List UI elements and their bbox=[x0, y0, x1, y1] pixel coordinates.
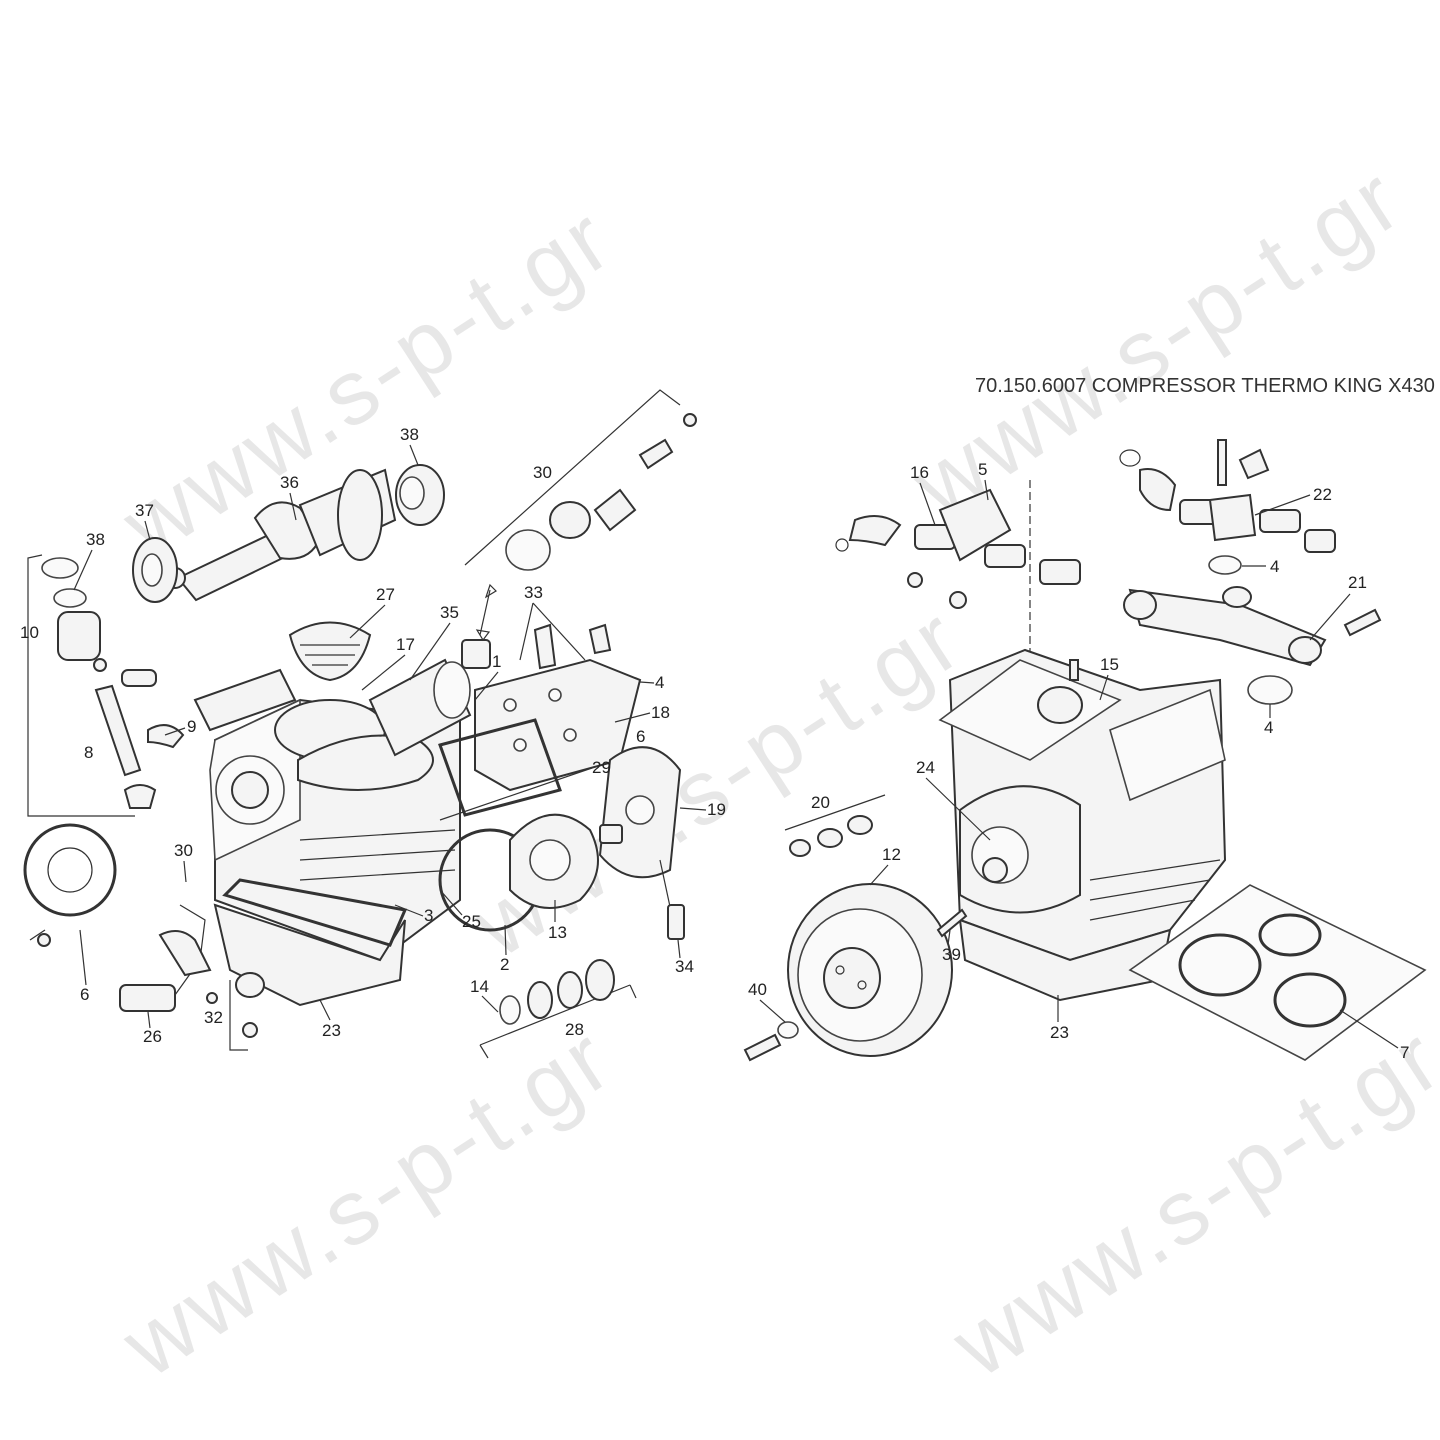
callout-label: 20 bbox=[811, 793, 830, 812]
sight-glass-group bbox=[206, 972, 265, 1051]
callout-label: 9 bbox=[187, 717, 196, 736]
flange-gasket bbox=[1208, 555, 1242, 575]
callout-label: 23 bbox=[322, 1021, 341, 1040]
callout-label: 13 bbox=[548, 923, 567, 942]
drain-plug-parts bbox=[599, 824, 685, 940]
crankcase-body bbox=[209, 698, 461, 962]
callout-label: 12 bbox=[882, 845, 901, 864]
diagram-title: 70.150.6007 COMPRESSOR THERMO KING X430 bbox=[975, 375, 1435, 397]
watermark: www.s-p-t.gr bbox=[935, 1007, 1440, 1398]
callout-label: 28 bbox=[565, 1020, 584, 1039]
callout-label: 17 bbox=[396, 635, 415, 654]
compressor-body bbox=[938, 648, 1227, 1002]
callout-label: 2 bbox=[500, 955, 509, 974]
shaft-key bbox=[936, 908, 968, 938]
shaft-seal-parts bbox=[784, 794, 886, 857]
callout-label: 40 bbox=[748, 980, 767, 999]
suction-fitting-assembly bbox=[835, 488, 1081, 609]
callout-label: 1 bbox=[492, 652, 501, 671]
flange-gasket bbox=[1247, 675, 1293, 705]
valve-group bbox=[464, 389, 697, 571]
cylinder-head bbox=[474, 623, 642, 792]
assembly-arrow bbox=[475, 583, 497, 642]
callout-label: 16 bbox=[910, 463, 929, 482]
right-exploded-view bbox=[743, 439, 1427, 1062]
callout-label: 39 bbox=[942, 945, 961, 964]
drive-pulley bbox=[787, 883, 953, 1057]
left-exploded-view bbox=[23, 389, 697, 1059]
callout-label: 38 bbox=[86, 530, 105, 549]
callout-label: 30 bbox=[533, 463, 552, 482]
callout-label: 4 bbox=[1270, 557, 1279, 576]
callout-label: 30 bbox=[174, 841, 193, 860]
callout-label: 23 bbox=[1050, 1023, 1069, 1042]
callout-label: 32 bbox=[204, 1008, 223, 1027]
discharge-fitting-assembly bbox=[1119, 439, 1336, 553]
callout-label: 38 bbox=[400, 425, 419, 444]
callout-label: 15 bbox=[1100, 655, 1119, 674]
callout-label: 18 bbox=[651, 703, 670, 722]
oil-pump-cover bbox=[193, 668, 297, 732]
bearing-plate bbox=[598, 746, 682, 879]
head-gasket bbox=[438, 718, 562, 817]
callout-label: 35 bbox=[440, 603, 459, 622]
callout-label: 6 bbox=[80, 985, 89, 1004]
callout-label: 8 bbox=[84, 743, 93, 762]
bearing-part bbox=[132, 464, 445, 603]
callout-label: 14 bbox=[470, 977, 489, 996]
valve-plate-gasket bbox=[23, 823, 117, 947]
callout-label: 5 bbox=[978, 460, 987, 479]
callout-label: 10 bbox=[20, 623, 39, 642]
callout-label: 27 bbox=[376, 585, 395, 604]
callout-label: 33 bbox=[524, 583, 543, 602]
callout-label: 29 bbox=[592, 758, 611, 777]
piston-group bbox=[27, 554, 185, 817]
callout-label: 21 bbox=[1348, 573, 1367, 592]
shaft-seal-group bbox=[479, 959, 637, 1059]
discharge-manifold bbox=[1123, 586, 1382, 667]
callout-label: 19 bbox=[707, 800, 726, 819]
callout-label: 25 bbox=[462, 912, 481, 931]
callout-label: 24 bbox=[916, 758, 935, 777]
callout-label: 3 bbox=[424, 906, 433, 925]
callout-label: 26 bbox=[143, 1027, 162, 1046]
end-cover bbox=[509, 813, 599, 909]
callout-label: 22 bbox=[1313, 485, 1332, 504]
gasket-kit bbox=[1128, 884, 1427, 1061]
callout-label: 4 bbox=[1264, 718, 1273, 737]
oil-screen bbox=[119, 904, 212, 1012]
cylinder-liner bbox=[368, 639, 491, 757]
pulley-bolt bbox=[743, 1021, 799, 1062]
callout-label: 37 bbox=[135, 501, 154, 520]
watermark: www.s-p-t.gr bbox=[105, 1007, 630, 1398]
callout-labels: 38 36 37 38 10 30 27 35 17 33 1 4 18 8 9… bbox=[20, 425, 1409, 1062]
strainer-part bbox=[288, 621, 372, 682]
callout-label: 36 bbox=[280, 473, 299, 492]
callout-label: 4 bbox=[655, 673, 664, 692]
callout-label: 6 bbox=[636, 727, 645, 746]
callout-label: 34 bbox=[675, 957, 694, 976]
callout-label: 7 bbox=[1400, 1043, 1409, 1062]
